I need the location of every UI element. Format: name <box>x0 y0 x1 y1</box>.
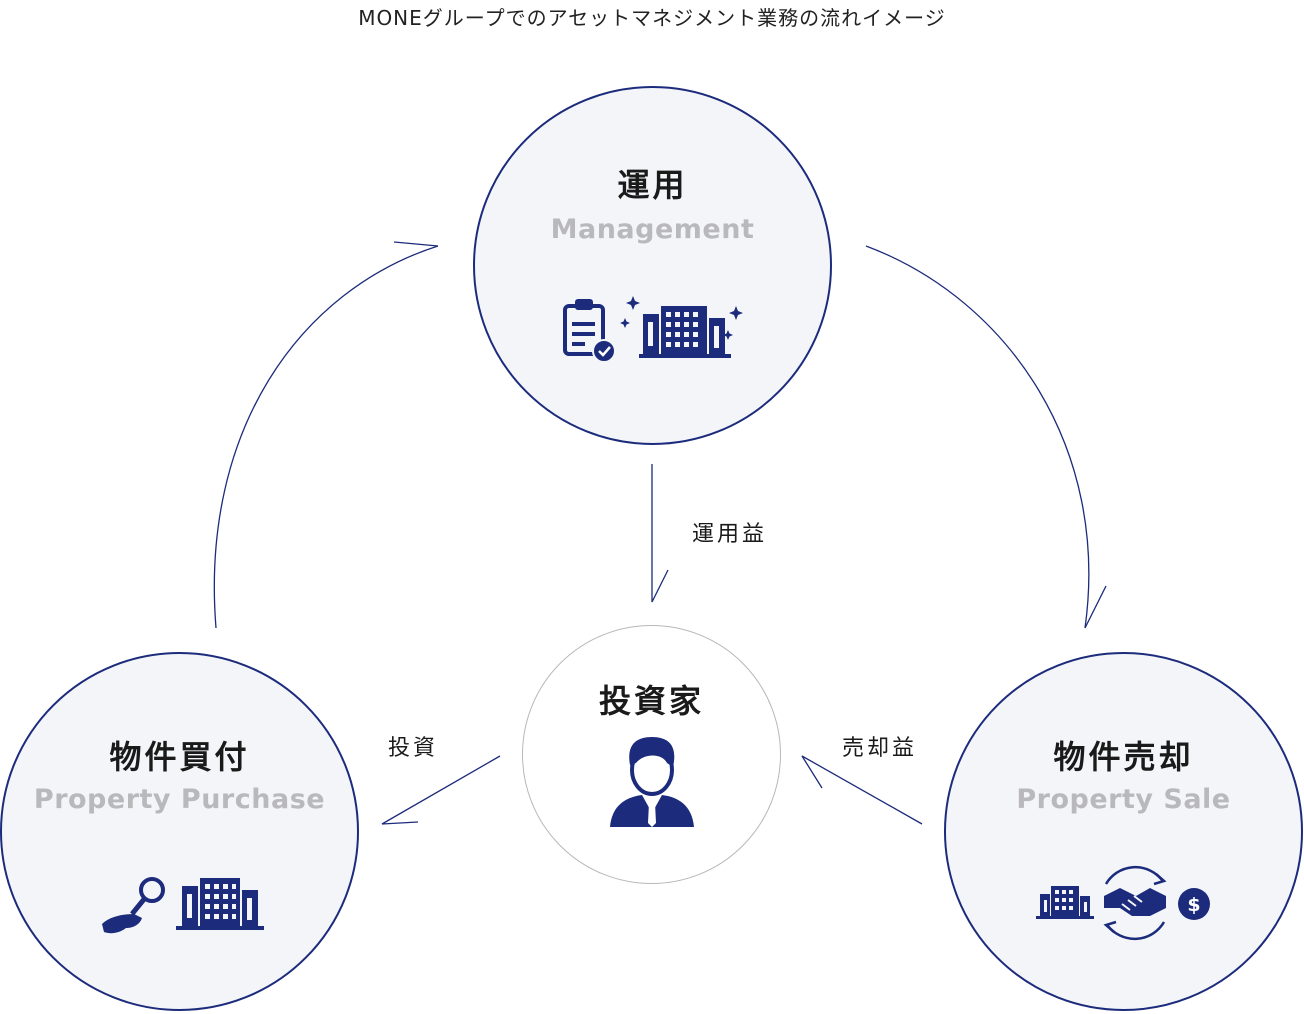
investor-node: 投資家 <box>522 625 781 884</box>
building-icon <box>1036 886 1094 919</box>
svg-text:$: $ <box>1187 894 1200 916</box>
management-title: 運用 <box>617 166 688 204</box>
sale-icons: $ <box>1036 865 1210 941</box>
management-subtitle: Management <box>550 214 755 245</box>
sale-title: 物件売却 <box>1053 738 1194 776</box>
investor-icons <box>610 737 694 827</box>
management-node: 運用 Management <box>473 86 832 445</box>
edge-label-operating-income: 運用益 <box>692 522 768 547</box>
arc-management-to-sale-arrowhead <box>1084 585 1107 629</box>
arrow-sale-profit <box>801 755 923 825</box>
arc-management-to-sale <box>865 245 1090 629</box>
purchase-subtitle: Property Purchase <box>33 784 326 815</box>
sparkling-building-icon <box>620 296 743 358</box>
businessman-icon <box>610 737 694 827</box>
purchase-icons <box>102 877 264 934</box>
diagram-title: MONEグループでのアセットマネジメント業務の流れイメージ <box>358 6 946 30</box>
edge-label-sale-profit: 売却益 <box>842 736 918 761</box>
arrow-operating-income <box>651 464 669 603</box>
hand-holding-magnifier-icon <box>102 877 165 934</box>
building-icon <box>176 878 264 930</box>
clipboard-check-icon <box>563 299 616 363</box>
handshake-exchange-icon <box>1103 865 1167 941</box>
sale-subtitle: Property Sale <box>1016 784 1231 815</box>
arc-purchase-to-management-arrowhead <box>393 241 439 247</box>
sale-node: 物件売却 Property Sale <box>944 652 1303 1011</box>
arrow-investment <box>381 755 501 825</box>
arc-purchase-to-management <box>213 245 439 629</box>
investor-title: 投資家 <box>598 682 704 720</box>
dollar-coin-icon: $ <box>1178 888 1210 920</box>
purchase-node: 物件買付 Property Purchase <box>0 652 359 1011</box>
purchase-title: 物件買付 <box>109 738 250 776</box>
edge-label-investment: 投資 <box>388 736 439 761</box>
management-icons <box>563 296 743 363</box>
